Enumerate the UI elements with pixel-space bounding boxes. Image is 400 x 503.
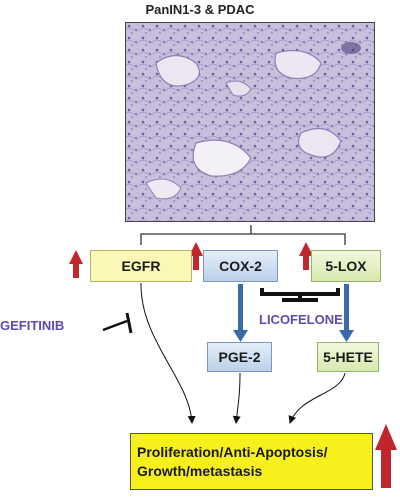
arrow-egfr-to-outcome [140,282,196,424]
arrow-5hete-to-outcome [288,372,346,424]
outcome-line-2: Growth/metastasis [137,462,263,479]
upregulation-arrow-cox2 [189,242,203,270]
gefitinib-inhibitor-symbol [102,312,133,334]
arrow-5lox-to-5hete [339,284,354,342]
cox2-node: COX-2 [203,250,278,282]
outcome-node: Proliferation/Anti-Apoptosis/ Growth/met… [130,433,373,490]
pge2-node: PGE-2 [207,342,272,372]
upregulation-arrow-egfr [69,250,83,278]
arrow-pge2-to-outcome [232,372,241,424]
licofelone-label: LICOFELONE [259,312,343,327]
arrow-cox2-to-pge2 [233,284,248,342]
upregulation-arrow-5lox [299,242,313,270]
histology-image [125,22,375,222]
licofelone-inhibitor-bar [260,288,340,302]
5hete-node: 5-HETE [317,342,379,372]
gefitinib-label: GEFITINIB [0,318,65,333]
diagram-title: PanIN1-3 & PDAC [145,2,255,17]
upregulation-arrow-outcome [375,424,397,488]
5lox-node: 5-LOX [311,250,381,282]
egfr-node: EGFR [90,250,192,282]
outcome-line-1: Proliferation/Anti-Apoptosis/ [137,443,328,460]
histology-texture [126,23,374,221]
brace [140,225,346,245]
